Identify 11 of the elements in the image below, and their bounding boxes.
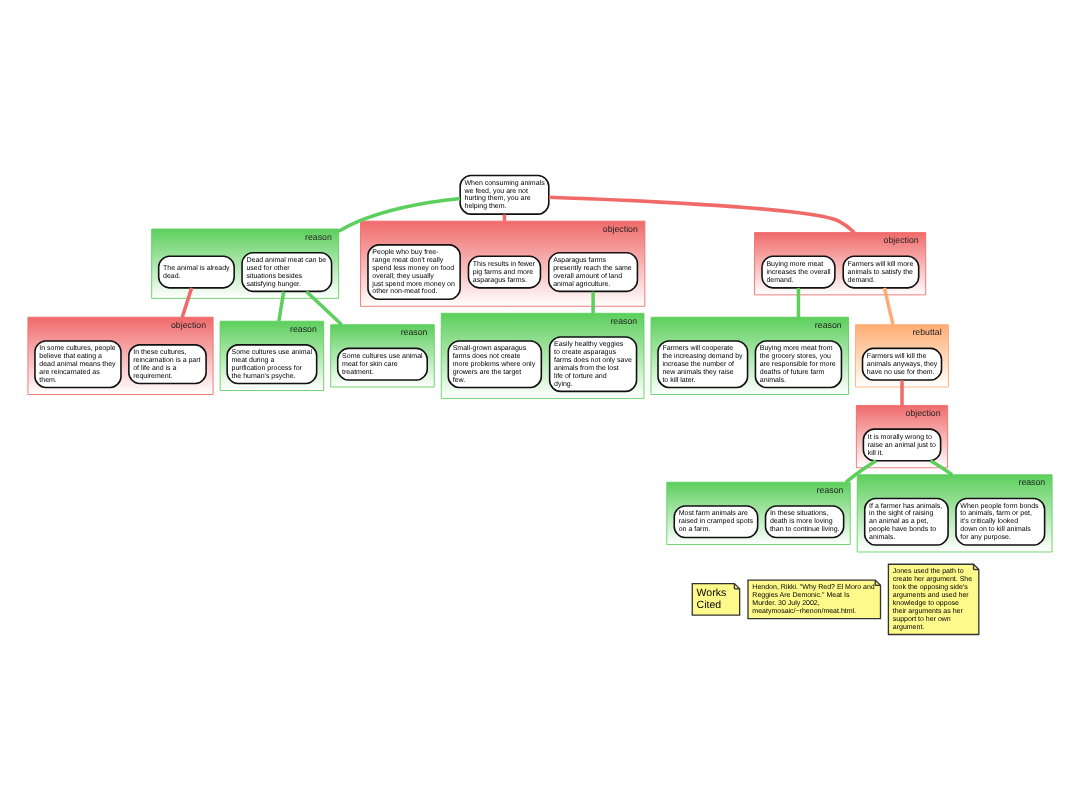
connector: [844, 459, 878, 484]
connector: [900, 380, 904, 406]
connector: [305, 290, 343, 326]
connector: [548, 195, 856, 234]
connector: [180, 287, 194, 318]
connector: [277, 291, 286, 322]
connector: [796, 287, 801, 318]
connector: [337, 196, 461, 233]
connector: [591, 291, 595, 314]
connector: [929, 459, 954, 477]
connector: [882, 287, 895, 326]
